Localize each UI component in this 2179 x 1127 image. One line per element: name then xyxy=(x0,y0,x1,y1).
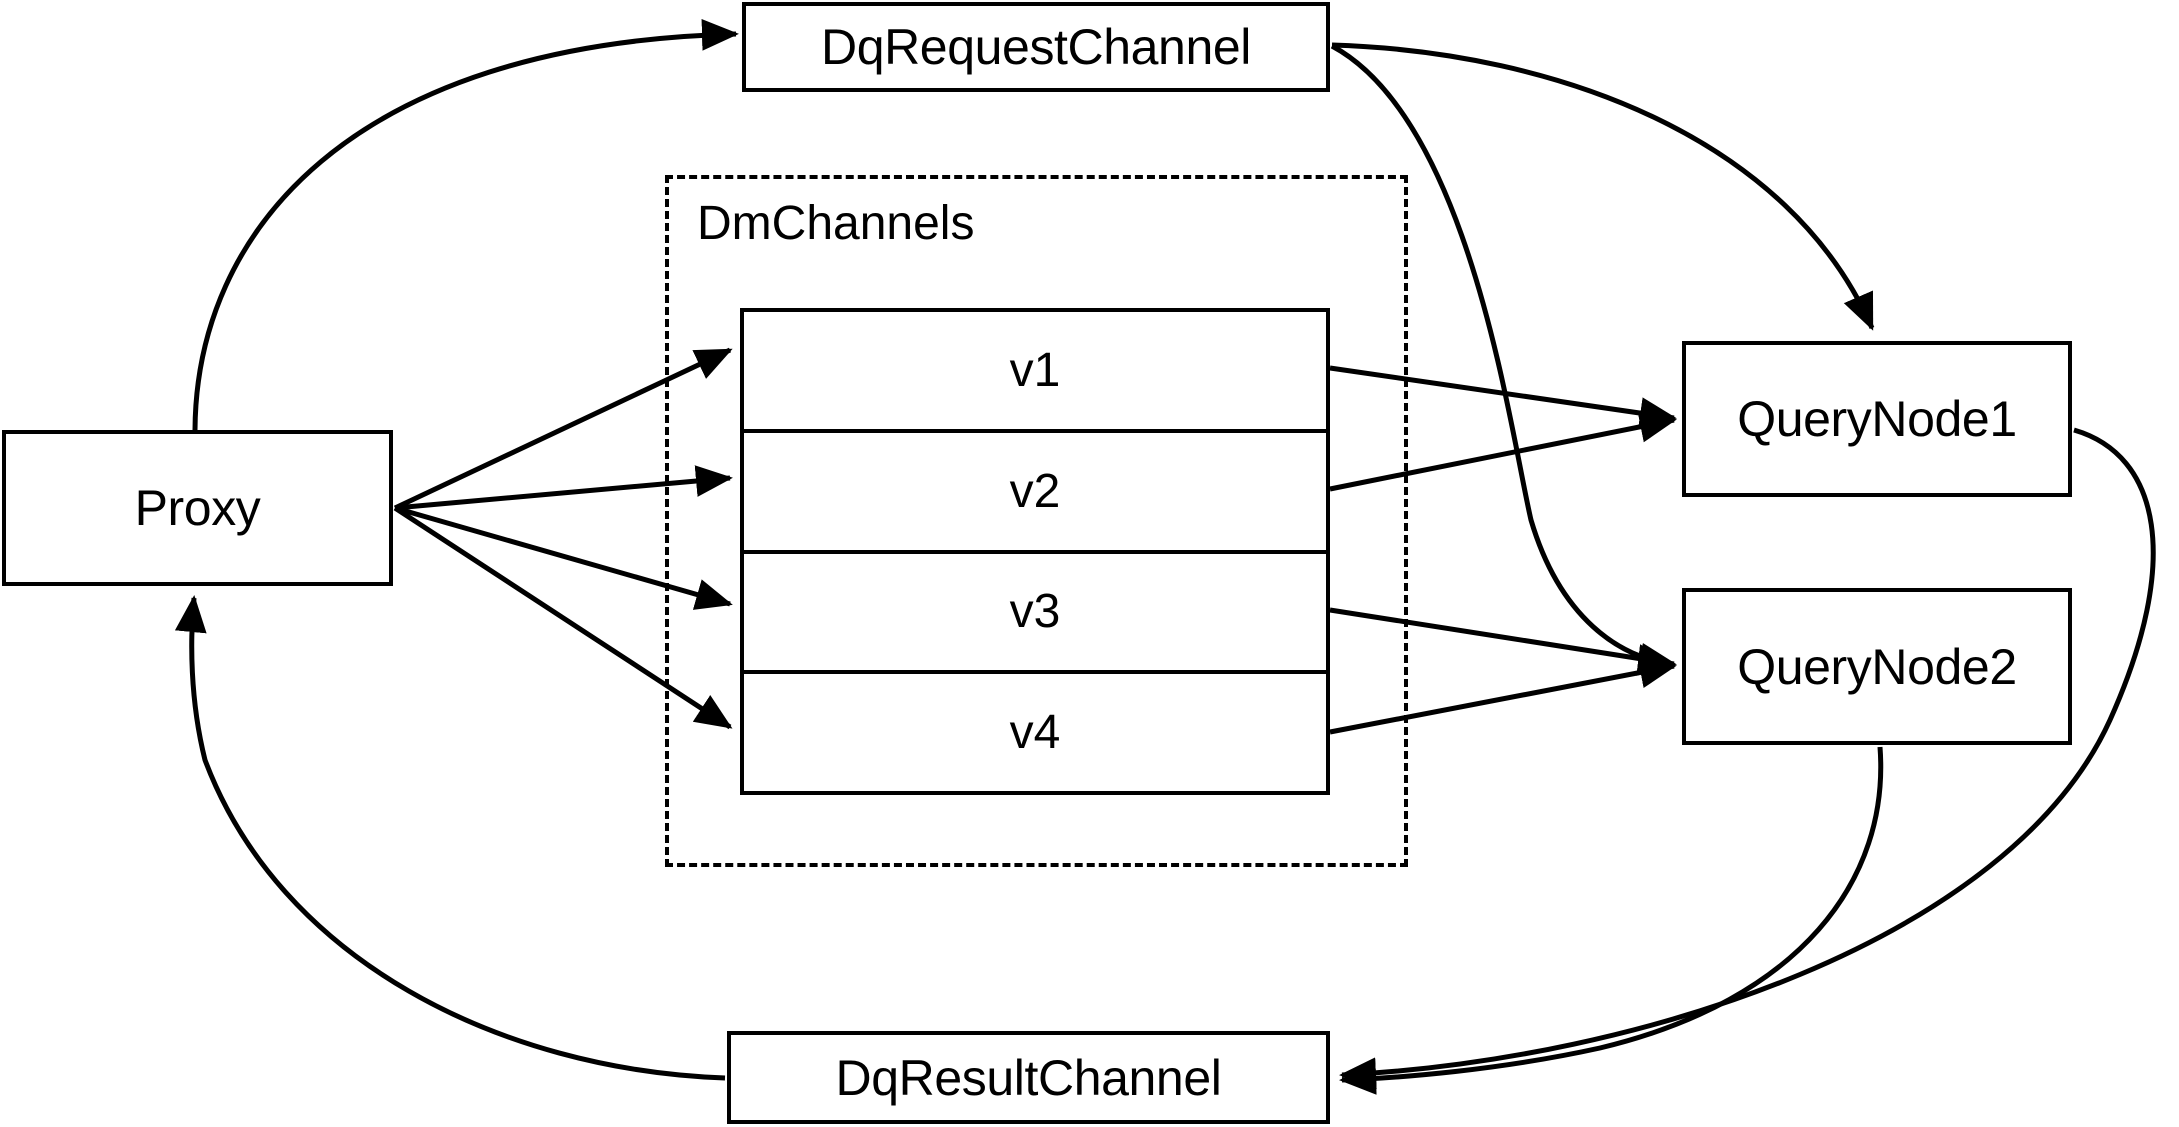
edge-querynode1-to-dqresultchannel xyxy=(1339,427,2156,1090)
node-dq-request-channel-label: DqRequestChannel xyxy=(820,19,1251,75)
edge-v4-to-querynode2 xyxy=(1329,656,1677,735)
node-query-node-2[interactable]: QueryNode2 xyxy=(1682,588,2072,745)
node-proxy-label: Proxy xyxy=(134,480,261,536)
edge-dqrequestchannel-to-querynode2 xyxy=(1330,43,1675,676)
vchannel-row-v4[interactable]: v4 xyxy=(744,674,1326,791)
node-query-node-2-label: QueryNode2 xyxy=(1737,638,2017,695)
edge-dqrequestchannel-to-querynode1 xyxy=(1331,42,1875,331)
node-dq-result-channel[interactable]: DqResultChannel xyxy=(727,1031,1330,1124)
edge-proxy-to-dqrequestchannel xyxy=(192,18,739,431)
node-query-node-1[interactable]: QueryNode1 xyxy=(1682,341,2072,497)
edge-proxy-to-v1 xyxy=(393,347,733,511)
edge-proxy-to-v3 xyxy=(394,505,733,610)
vchannel-table: v1 v2 v3 v4 xyxy=(740,308,1330,795)
edge-querynode2-to-dqresultchannel xyxy=(1339,746,1884,1095)
edge-v2-to-querynode1 xyxy=(1329,411,1677,492)
edge-proxy-to-v4 xyxy=(393,505,733,730)
node-dq-request-channel[interactable]: DqRequestChannel xyxy=(742,2,1330,92)
node-dq-result-channel-label: DqResultChannel xyxy=(835,1049,1222,1106)
node-proxy[interactable]: Proxy xyxy=(2,430,393,586)
vchannel-row-v1[interactable]: v1 xyxy=(744,312,1326,433)
vchannel-row-v3[interactable]: v3 xyxy=(744,553,1326,675)
edge-proxy-to-v2 xyxy=(394,465,733,511)
vchannel-row-v2[interactable]: v2 xyxy=(744,432,1326,554)
dm-channels-group-label: DmChannels xyxy=(697,197,975,250)
edge-v1-to-querynode1 xyxy=(1329,365,1677,429)
node-query-node-1-label: QueryNode1 xyxy=(1737,391,2017,447)
dm-channels-group: DmChannels xyxy=(665,175,1408,867)
edge-dqresultchannel-to-proxy xyxy=(174,595,726,1081)
edge-v3-to-querynode2 xyxy=(1329,607,1677,675)
